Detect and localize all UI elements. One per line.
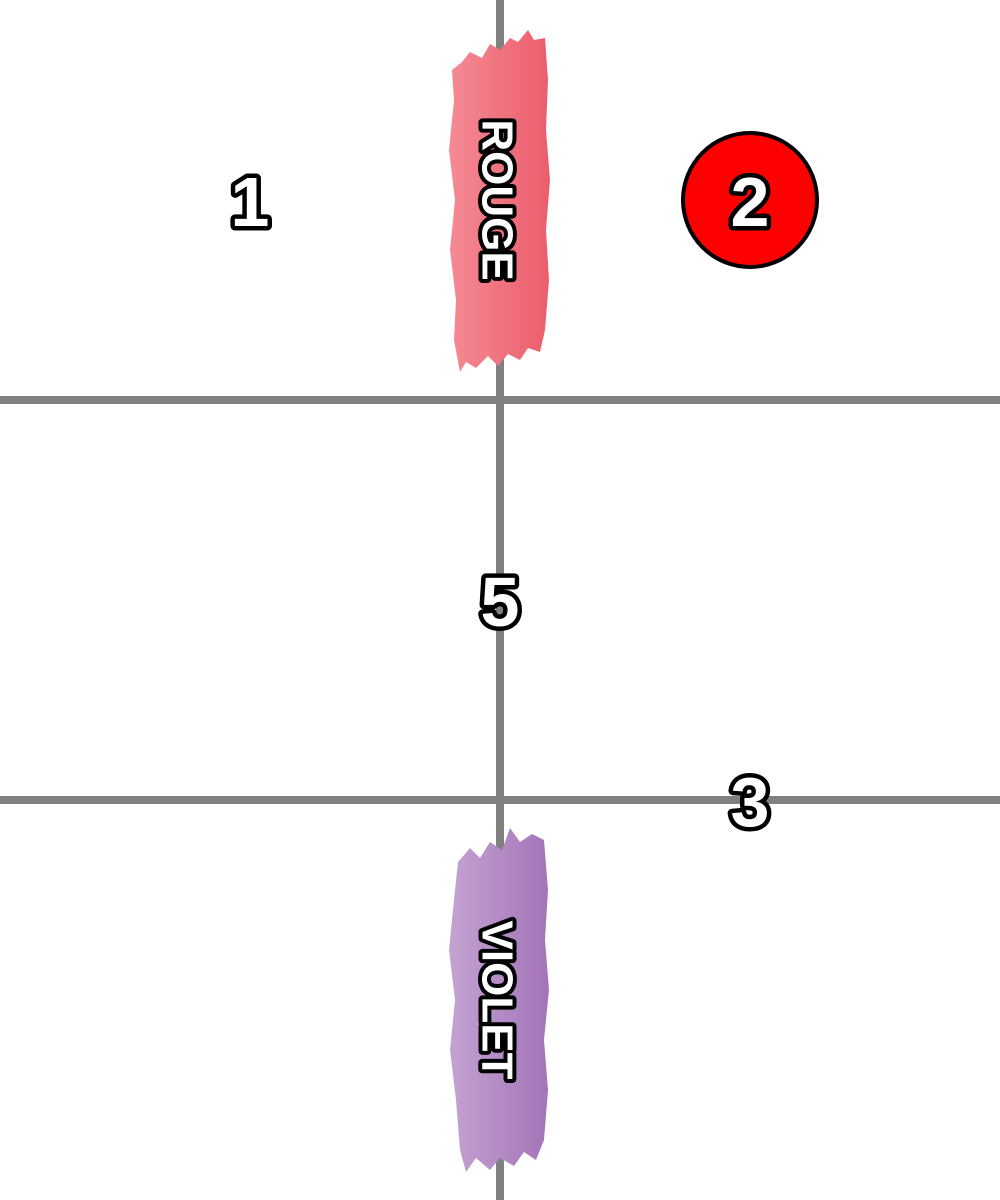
number-cell-2[interactable]: 2 bbox=[681, 131, 819, 269]
number-2-label: 2 bbox=[731, 163, 770, 241]
number-cell-3[interactable]: 3 bbox=[726, 759, 774, 846]
number-1-label: 1 bbox=[231, 163, 270, 241]
grid-line-vertical bbox=[496, 0, 504, 1200]
swatch-violet[interactable]: VIOLET bbox=[449, 828, 549, 1172]
grid-line-horizontal-bottom bbox=[0, 796, 1000, 804]
number-3-label: 3 bbox=[731, 763, 770, 841]
swatch-rouge-label: ROUGE bbox=[473, 119, 522, 280]
number-5-label: 5 bbox=[481, 563, 520, 641]
swatch-violet-label: VIOLET bbox=[473, 921, 522, 1080]
grid-line-horizontal-top bbox=[0, 396, 1000, 404]
swatch-rouge[interactable]: ROUGE bbox=[449, 30, 550, 372]
swatch-violet-paint bbox=[449, 828, 549, 1172]
number-cell-5[interactable]: 5 bbox=[476, 559, 524, 646]
number-cell-1[interactable]: 1 bbox=[226, 159, 274, 246]
number-2-highlight-circle bbox=[681, 131, 819, 269]
swatch-rouge-paint bbox=[449, 30, 550, 372]
